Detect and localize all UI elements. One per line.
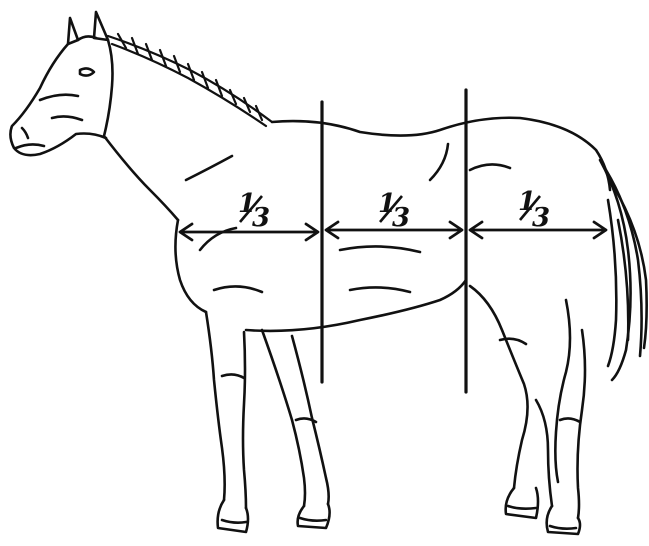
front-hoof-far bbox=[298, 504, 330, 528]
fraction-label-2: 1 3 bbox=[378, 189, 410, 233]
mouth-line bbox=[16, 144, 44, 148]
jaw-line bbox=[104, 40, 113, 136]
front-hoof-near bbox=[218, 500, 248, 532]
front-leg-near-front bbox=[206, 312, 225, 500]
hind-hoof-near bbox=[506, 488, 538, 518]
chest bbox=[175, 220, 206, 312]
left-ear bbox=[68, 18, 78, 44]
head-outline-front bbox=[10, 44, 106, 155]
right-ear bbox=[94, 12, 108, 40]
fraction-1-denominator: 3 bbox=[252, 203, 270, 233]
hind-leg-far-back bbox=[578, 330, 586, 518]
front-legs bbox=[206, 312, 330, 532]
fraction-label-1: 1 3 bbox=[238, 189, 270, 233]
horse-eye bbox=[80, 68, 94, 75]
horse-mane bbox=[108, 34, 272, 126]
nostril bbox=[22, 128, 28, 138]
fraction-label-3: 1 3 bbox=[518, 187, 550, 233]
fraction-2-denominator: 3 bbox=[392, 203, 410, 233]
horse-tail bbox=[600, 160, 647, 380]
front-leg-near-back bbox=[243, 332, 246, 508]
arrow-segment-1 bbox=[180, 224, 318, 240]
hind-leg-far bbox=[536, 400, 552, 506]
hind-leg-near-front bbox=[470, 286, 528, 488]
fraction-3-denominator: 3 bbox=[532, 203, 550, 233]
hind-legs bbox=[470, 286, 585, 534]
neck-underside bbox=[104, 136, 178, 220]
horse-head bbox=[10, 12, 112, 155]
hind-leg-near-back bbox=[555, 300, 570, 482]
